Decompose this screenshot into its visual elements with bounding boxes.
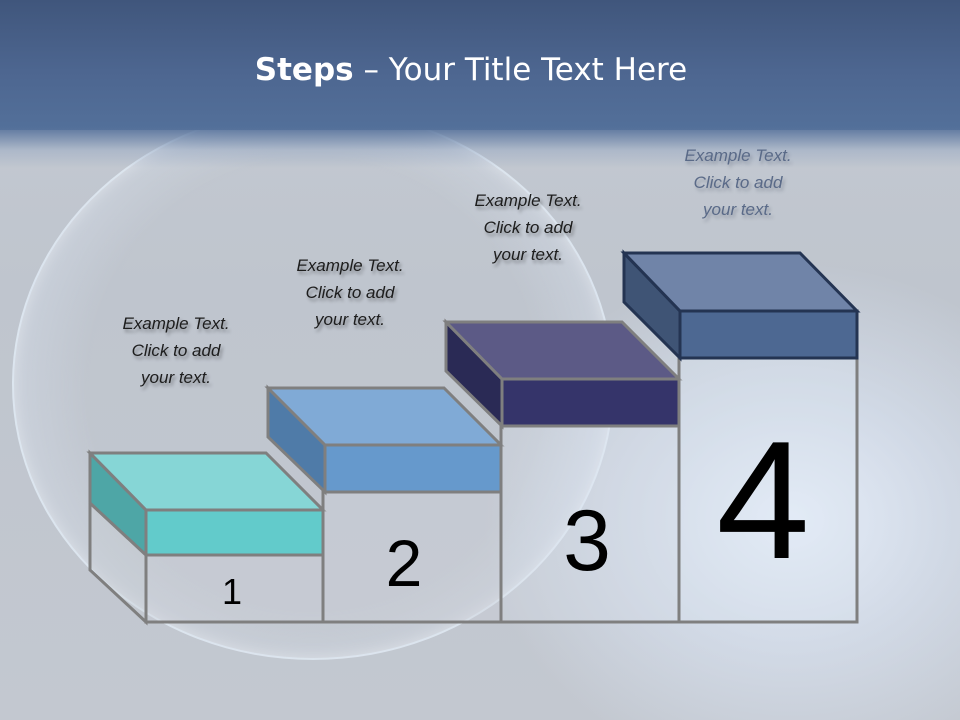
step-1[interactable]: 1 — [86, 449, 327, 626]
slide-title[interactable]: Steps – Your Title Text Here — [0, 52, 942, 88]
step-2-caption[interactable]: Example Text. Click to add your text. — [260, 252, 440, 333]
title-bar — [0, 0, 960, 130]
caption-line: Click to add — [693, 173, 783, 192]
step-3[interactable]: 3 — [442, 318, 683, 624]
step-4-caption[interactable]: Example Text. Click to add your text. — [648, 142, 828, 223]
caption-line: Example Text. — [296, 256, 404, 275]
title-rest: – Your Title Text Here — [353, 52, 688, 88]
step-3-number: 3 — [563, 493, 611, 589]
step-4-block-front — [678, 309, 859, 360]
caption-line: your text. — [315, 310, 385, 329]
step-1-caption[interactable]: Example Text. Click to add your text. — [86, 310, 266, 391]
step-1-number: 1 — [222, 571, 242, 612]
step-2-column — [321, 490, 503, 624]
caption-line: your text. — [703, 200, 773, 219]
caption-line: Example Text. — [122, 314, 230, 333]
step-3-block-front — [500, 377, 681, 428]
caption-line: Click to add — [305, 283, 395, 302]
step-2-number: 2 — [386, 526, 423, 600]
caption-line: Click to add — [131, 341, 221, 360]
title-bar-fade — [0, 128, 960, 168]
caption-line: your text. — [141, 368, 211, 387]
caption-line: Example Text. — [684, 146, 792, 165]
caption-line: Click to add — [483, 218, 573, 237]
step-3-caption[interactable]: Example Text. Click to add your text. — [438, 187, 618, 268]
caption-line: your text. — [493, 245, 563, 264]
step-4-column — [677, 356, 859, 624]
step-2-block-front — [323, 443, 503, 494]
step-4[interactable]: 4 — [620, 249, 861, 624]
step-1-block-front — [144, 508, 325, 557]
title-bold: Steps — [254, 52, 354, 88]
caption-line: Example Text. — [474, 191, 582, 210]
step-4-number: 4 — [716, 406, 809, 594]
